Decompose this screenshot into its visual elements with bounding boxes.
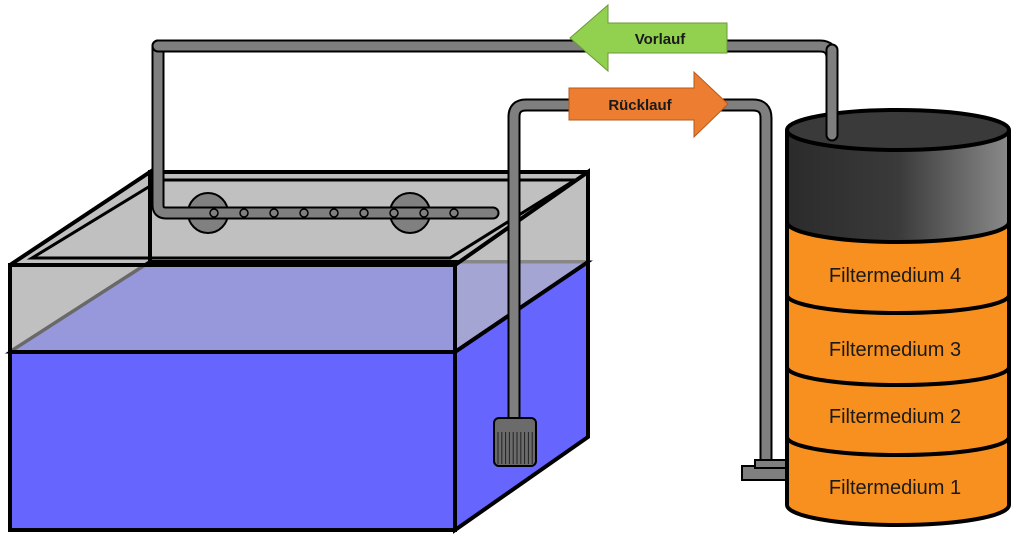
supply-arrow: Vorlauf <box>569 3 728 73</box>
spray-hole <box>329 208 339 218</box>
spray-hole <box>299 208 309 218</box>
tank-side-water <box>453 258 590 534</box>
spray-bar <box>151 39 500 234</box>
supply-arrow-shape <box>569 3 728 73</box>
filter-layer-label: Filtermedium 3 <box>829 339 961 361</box>
tank-front-glass-top <box>8 263 457 354</box>
tank-front-water <box>8 350 457 532</box>
return-arrow-label: Rücklauf <box>608 97 672 114</box>
spray-hole <box>449 208 459 218</box>
filter-layer-label: Filtermedium 4 <box>829 265 961 287</box>
return-arrow-shape <box>568 70 729 139</box>
spray-hole <box>359 208 369 218</box>
supply-pipe <box>151 39 839 142</box>
supply-arrow-label: Vorlauf <box>635 31 687 48</box>
filter-lid <box>785 108 1011 152</box>
pump-intake <box>493 417 537 467</box>
filter-layer-label: Filtermedium 1 <box>829 477 961 499</box>
spray-hole <box>209 208 219 218</box>
aquarium <box>4 39 593 534</box>
spray-hole <box>269 208 279 218</box>
spray-hole <box>419 208 429 218</box>
return-arrow: Rücklauf <box>568 70 729 139</box>
spray-hole <box>239 208 249 218</box>
filter-layer-label: Filtermedium 2 <box>829 406 961 428</box>
filter-canister: Filtermedium 4 Filtermedium 3 Filtermedi… <box>785 43 1011 527</box>
spray-hole <box>389 208 399 218</box>
